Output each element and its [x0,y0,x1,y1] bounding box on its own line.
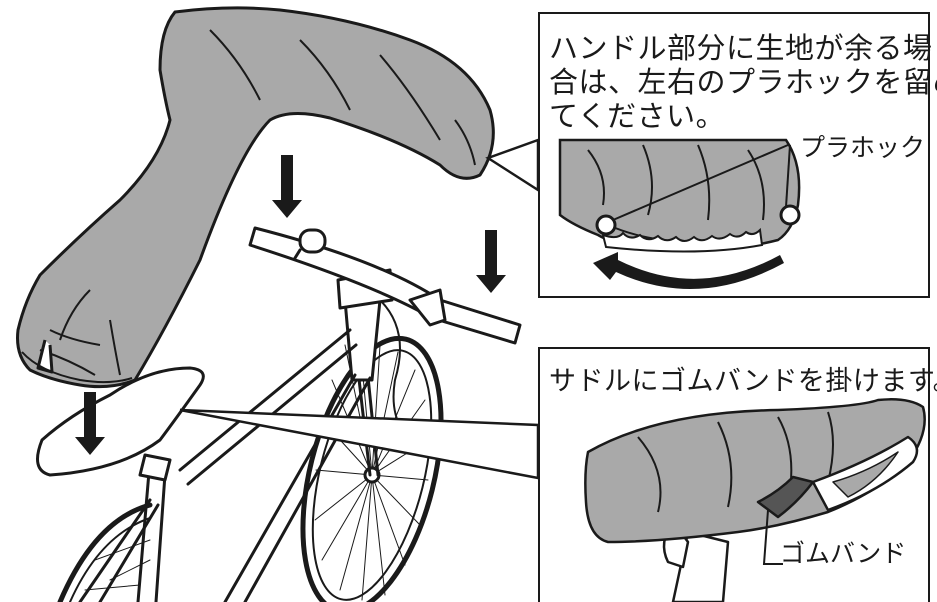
plahook-leader-line [612,144,789,221]
handlebar-detail-illustration [558,138,801,289]
saddle-instruction: サドルにゴムバンドを掛けます。 [549,366,937,397]
detail-elastic [601,227,764,253]
down-arrow-icon [476,230,506,293]
down-tube [223,373,372,602]
saddle-cover-folds [637,411,834,513]
saddle-clamp [138,453,172,482]
brake-cable [379,299,403,431]
cover-folds [39,29,476,376]
down-arrow-icon [272,155,302,218]
seat-stays [78,498,160,602]
plahook-label: プラホック [800,133,926,162]
rubber-band-label: ゴムバンド [780,539,907,568]
rear-wheel [57,502,153,602]
bike-saddle [36,366,205,477]
cover-body [16,6,495,389]
bell [293,228,327,260]
handlebar-instruction-line-3: てください。 [549,99,726,133]
plahook-left [595,214,617,236]
plahook-leader-line-right [785,144,791,208]
saddle-detail-illustration [584,398,926,602]
saddle-callout-pointer [179,408,540,480]
plahook-right [779,204,801,226]
handlebar-callout-pointer [485,138,540,193]
handlebar [248,226,522,345]
bicycle [36,226,522,602]
detail-folds [587,144,765,243]
bike-cover [16,6,495,389]
cover-hook [36,339,54,374]
down-arrow-icon [75,392,105,455]
brake-lever [408,288,447,327]
saddle-shadow [832,451,899,498]
head-tube [343,298,382,382]
handlebar-instruction-line-2: 合は、左右のプラホックを留め [549,65,937,99]
cover-elastic-left [21,351,133,384]
front-wheel [300,335,444,602]
rubber-band-leader-line [762,509,783,565]
handlebar-instruction-line-1: ハンドル部分に生地が余る場 [549,31,933,65]
curved-arrow-icon [593,252,784,289]
